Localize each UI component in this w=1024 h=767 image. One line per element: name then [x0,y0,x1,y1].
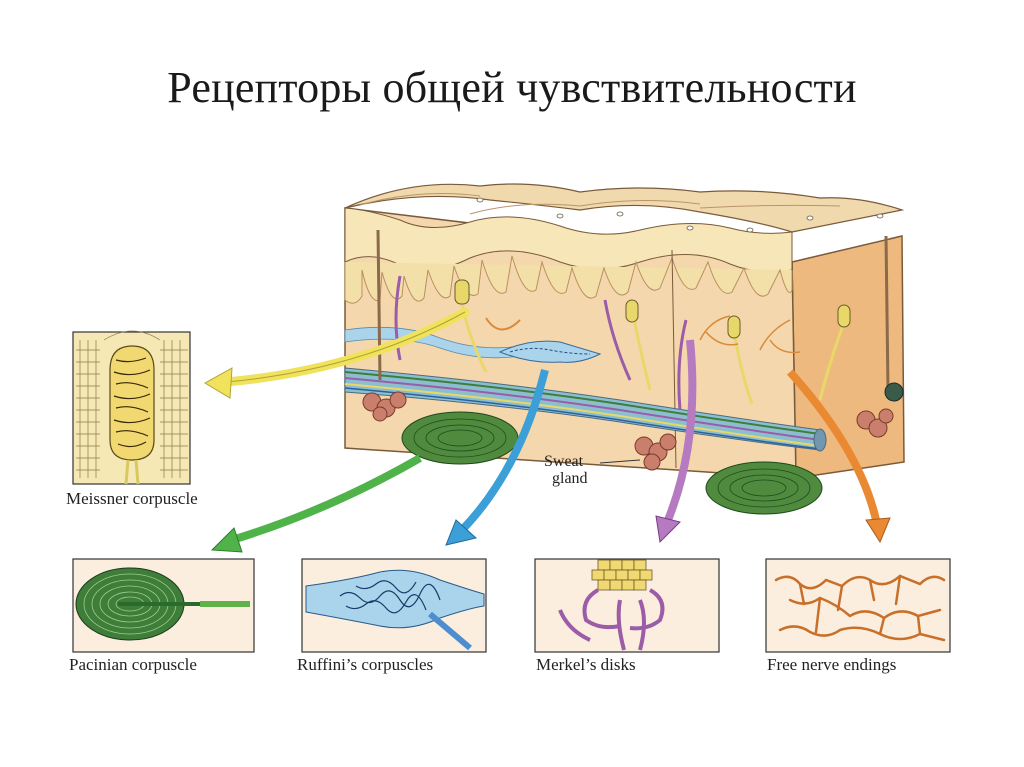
pacinian-corpuscle-icon [73,559,254,652]
free-nerve-endings-icon [766,559,950,652]
sweat-gland-label-line1: Sweat [544,453,588,470]
meissner-label: Meissner corpuscle [66,489,198,509]
ruffini-label: Ruffini’s corpuscles [297,655,433,675]
free-nerve-label: Free nerve endings [767,655,896,675]
skin-cross-section-icon [345,184,904,514]
sweat-gland-label: Sweat gland [544,453,588,487]
pacinian-arrow [212,458,420,552]
pacinian-label: Pacinian corpuscle [69,655,197,675]
ruffini-corpuscle-icon [302,559,486,652]
sweat-gland-label-line2: gland [544,470,588,487]
merkel-label: Merkel’s disks [536,655,636,675]
merkel-disks-icon [535,559,719,652]
meissner-corpuscle-icon [73,331,190,484]
